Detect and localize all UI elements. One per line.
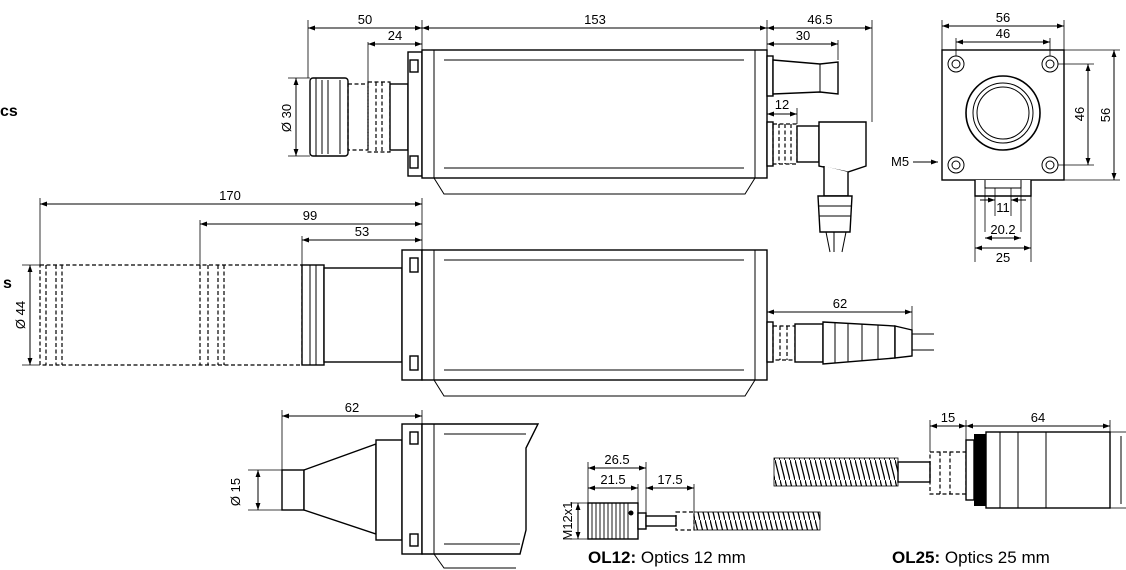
dim-bottom-62: 62 (345, 400, 359, 415)
ol12-caption-rest: Optics 12 mm (636, 548, 746, 567)
front-dimensions: 56 46 46 56 M5 11 20.2 25 (891, 10, 1120, 265)
ol25-optics (773, 431, 1111, 509)
dim-mid-dia44: Ø 44 (13, 301, 28, 329)
ol25-caption: OL25: Optics 25 mm (892, 548, 1050, 567)
dim-top-dia30: Ø 30 (279, 104, 294, 132)
mid-dimensions: 170 99 53 62 Ø 44 (13, 188, 913, 366)
ol12-dimensions: 26.5 21.5 17.5 M12x1 (560, 452, 695, 541)
dim-front-56h: 56 (1098, 108, 1113, 122)
ol12-caption: OL12: Optics 12 mm (588, 548, 746, 567)
dim-front-25: 25 (996, 250, 1010, 265)
front-view (941, 49, 1065, 197)
label-m5: M5 (891, 154, 909, 169)
sensor-mid-view (39, 249, 934, 397)
dim-front-46w: 46 (996, 26, 1010, 41)
dim-mid-99: 99 (303, 208, 317, 223)
dim-front-56w: 56 (996, 10, 1010, 25)
dim-top-30: 30 (796, 28, 810, 43)
ol12-caption-bold: OL12: (588, 548, 636, 567)
dim-top-24: 24 (388, 28, 402, 43)
side-label-b: s (3, 275, 12, 292)
dim-ol12-m12: M12x1 (560, 501, 575, 540)
ol25-caption-bold: OL25: (892, 548, 940, 567)
dim-mid-53: 53 (355, 224, 369, 239)
dim-top-46-5: 46.5 (807, 12, 832, 27)
dim-mid-170: 170 (219, 188, 241, 203)
dim-ol12-21-5: 21.5 (600, 472, 625, 487)
dim-front-20-2: 20.2 (990, 222, 1015, 237)
ol12-optics (587, 502, 821, 540)
dim-top-12: 12 (775, 97, 789, 112)
dim-ol25-64: 64 (1031, 410, 1045, 425)
dim-top-153: 153 (584, 12, 606, 27)
dim-bottom-dia15: Ø 15 (228, 478, 243, 506)
dim-top-50: 50 (358, 12, 372, 27)
dim-ol25-15: 15 (941, 410, 955, 425)
dim-ol12-17-5: 17.5 (657, 472, 682, 487)
dim-ol12-26-5: 26.5 (604, 452, 629, 467)
ol25-dimensions: 15 64 (929, 410, 1126, 509)
top-dimensions: 50 24 153 46.5 30 12 Ø 30 (279, 12, 873, 157)
dim-front-46h: 46 (1072, 107, 1087, 121)
ol25-caption-rest: Optics 25 mm (940, 548, 1050, 567)
bottom-dimensions: 62 Ø 15 (228, 400, 423, 511)
sensor-top-view (309, 49, 867, 253)
sensor-bottom-view (281, 423, 540, 569)
dim-mid-62: 62 (833, 296, 847, 311)
dim-front-11: 11 (996, 200, 1010, 215)
side-label-a: cs (0, 103, 18, 120)
